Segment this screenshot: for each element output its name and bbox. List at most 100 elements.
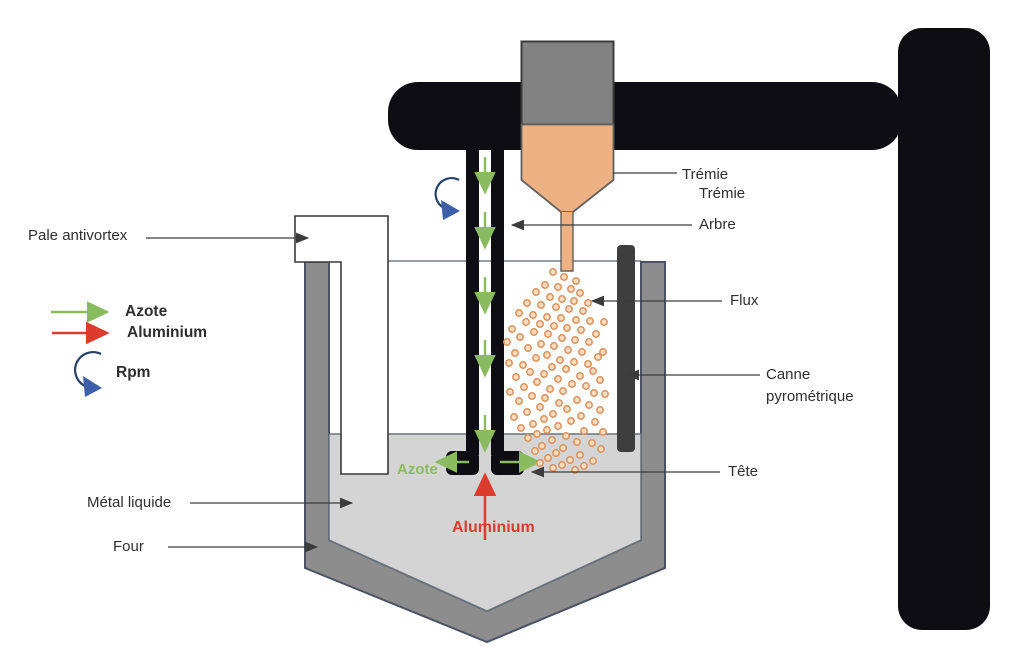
flux-particle (570, 297, 578, 305)
shaft-right-wall (491, 149, 504, 455)
flux-particle (546, 385, 554, 393)
flux-particle (540, 415, 548, 423)
flux-particle (552, 303, 560, 311)
flux-particle (568, 380, 576, 388)
flux-particle (572, 316, 580, 324)
flux-particle (594, 353, 602, 361)
flux-particle (550, 342, 558, 350)
flux-particle (586, 317, 594, 325)
flux-particle (510, 413, 518, 421)
flux-particle (506, 388, 514, 396)
flux-particle (564, 346, 572, 354)
flux-particle (585, 338, 593, 346)
flux-particle (549, 410, 557, 418)
flux-particle (554, 375, 562, 383)
flux-particle (529, 420, 537, 428)
flux-particle (592, 330, 600, 338)
flux-particle (511, 349, 519, 357)
flux-particle (543, 351, 551, 359)
metal-liquide-label: Métal liquide (87, 494, 172, 511)
flux-particle (537, 340, 545, 348)
flux-particle (523, 299, 531, 307)
flux-particle (580, 427, 588, 435)
canne-label-line1: Canne (766, 366, 811, 383)
legend-aluminium-label: Aluminium (127, 324, 208, 341)
flux-particle (523, 408, 531, 416)
flux-particle (584, 360, 592, 368)
flux-particle (576, 289, 584, 297)
canne-label-line2: pyrométrique (766, 388, 854, 405)
flux-particle (519, 361, 527, 369)
flux-particle (576, 372, 584, 380)
flux-particle (562, 432, 570, 440)
flux-particle (566, 456, 574, 464)
flux-particle (550, 322, 558, 330)
flux-particle (549, 268, 557, 276)
flux-particle (597, 445, 605, 453)
hopper-cone (520, 123, 615, 213)
flux-particle (543, 313, 551, 321)
flux-particle (503, 338, 511, 346)
aluminium-flow-label: Aluminium (452, 519, 535, 536)
support-arm-horizontal (388, 82, 902, 150)
pyrometric-rod (617, 245, 635, 452)
flux-particle (522, 318, 530, 326)
flux-particle (555, 399, 563, 407)
four-label: Four (113, 538, 144, 555)
flux-particle (529, 311, 537, 319)
flux-particle (601, 390, 609, 398)
flux-particle (505, 359, 513, 367)
flux-particle (599, 348, 607, 356)
flux-particle (515, 397, 523, 405)
arbre-label: Arbre (699, 216, 736, 233)
flux-particle (517, 424, 525, 432)
flux-particle (554, 422, 562, 430)
flux-particle (559, 387, 567, 395)
flux-particle (557, 314, 565, 322)
flux-particle (528, 392, 536, 400)
flux-particle (520, 383, 528, 391)
flux-particle (515, 309, 523, 317)
flux-particle (585, 401, 593, 409)
flux-particle (567, 417, 575, 425)
flux-particle (560, 273, 568, 281)
flux-particle (536, 403, 544, 411)
flux-particle (531, 447, 539, 455)
flux-particle (584, 299, 592, 307)
azote-flow-label: Azote (397, 461, 438, 478)
flux-particle (554, 283, 562, 291)
flux-particle (540, 370, 548, 378)
flux-particle (588, 439, 596, 447)
flux-particle (589, 367, 597, 375)
flux-particle (558, 334, 566, 342)
nitrogen-flow-arrows (434, 157, 542, 473)
flux-particle (541, 394, 549, 402)
flux-particle (549, 464, 557, 472)
flux-particle (565, 305, 573, 313)
flux-particle (541, 281, 549, 289)
flux-particle (573, 438, 581, 446)
flux-particle (536, 320, 544, 328)
flux-particle (589, 457, 597, 465)
legend-azote-label: Azote (125, 303, 168, 320)
flux-label: Flux (730, 292, 759, 309)
feed-tube (560, 212, 574, 272)
canne-pyrometrique-label: Canne pyrométrique (766, 364, 854, 408)
flux-particle (512, 373, 520, 381)
flux-particle (591, 418, 599, 426)
flux-particle (579, 307, 587, 315)
flux-particle (571, 336, 579, 344)
antivortex-baffle (294, 215, 389, 475)
tete-label: Tête (728, 463, 759, 480)
legend-rpm-arrow-icon (74, 351, 102, 397)
tremie-label-1: Trémie (682, 166, 729, 183)
flux-particle (526, 368, 534, 376)
flux-particle (558, 461, 566, 469)
pale-antivortex-label: Pale antivortex (28, 227, 128, 244)
flux-particle (559, 444, 567, 452)
flux-particle (558, 295, 566, 303)
flux-particle (599, 428, 607, 436)
flux-particle (538, 442, 546, 450)
flux-particle (537, 301, 545, 309)
